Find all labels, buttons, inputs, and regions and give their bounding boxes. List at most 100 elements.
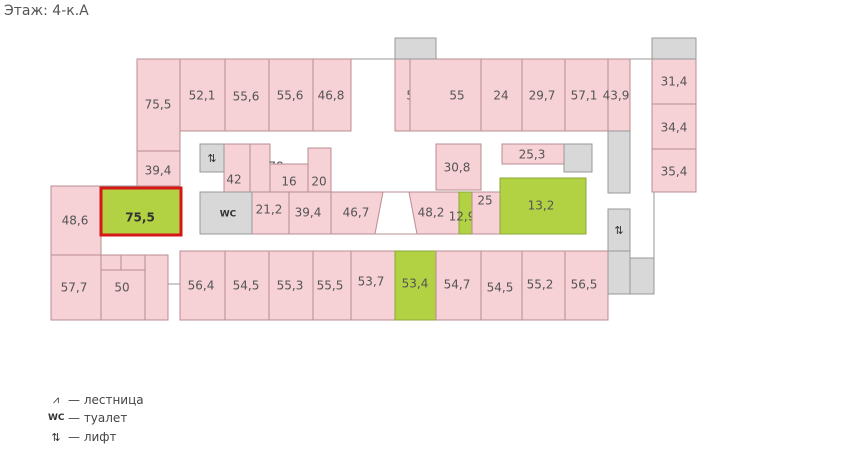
room-area-label: 50	[114, 281, 129, 295]
room-24[interactable]	[480, 58, 523, 132]
room-area-label: 21,2	[256, 203, 283, 217]
room-54-5a[interactable]	[224, 250, 270, 321]
room-area-label: 43,9	[603, 89, 630, 103]
room-area-label: 53,4	[402, 277, 429, 291]
room-56-4[interactable]	[179, 250, 226, 321]
wc-icon: WC	[48, 413, 65, 423]
room-area-label: 55,6	[277, 89, 304, 103]
room-annex[interactable]	[120, 254, 146, 271]
room-area-label: 48,2	[418, 206, 445, 220]
room-area-label: 55,6	[233, 90, 260, 104]
stairs-opening	[374, 191, 418, 235]
room-area-label: 12,9	[449, 210, 476, 224]
room-area-label: 54,7	[444, 278, 471, 292]
lift-icon: ⇅	[207, 152, 216, 165]
rooms-layer: 75,552,155,655,646,852552429,757,143,931…	[50, 58, 697, 321]
room-46-8[interactable]	[312, 58, 352, 132]
room-area-label: 30,8	[444, 161, 471, 175]
lift-icon: ⇅	[614, 224, 623, 237]
room-area-label: 39,4	[295, 206, 322, 220]
room-area-label: 48,6	[62, 214, 89, 228]
room-16[interactable]	[269, 163, 309, 193]
services-layer: ⇅ WC ⇅	[199, 37, 697, 295]
room-53-4[interactable]	[394, 250, 437, 321]
service-column-right	[607, 130, 631, 194]
room-area-label: 39,4	[145, 164, 172, 178]
service-block-right	[563, 143, 593, 173]
stairwell-top-right	[651, 37, 697, 60]
room-area-label: 55,3	[277, 279, 304, 293]
room-area-label: 25,3	[519, 148, 546, 162]
room-48-6[interactable]	[50, 185, 102, 256]
room-75-5-selected[interactable]	[99, 186, 183, 237]
legend-text: — лифт	[68, 430, 117, 444]
room-53-7[interactable]	[350, 250, 396, 321]
lift-icon: ⇅	[51, 430, 61, 444]
room-area-label: 29,7	[529, 89, 556, 103]
room-area-label: 20	[311, 175, 326, 189]
room-area-label: 75,5	[125, 211, 155, 225]
room-area-label: 55,2	[527, 278, 554, 292]
room-57-1[interactable]	[564, 58, 609, 132]
room-area-label: 24	[493, 89, 508, 103]
room-area-label: 55	[449, 89, 464, 103]
room-55-6[interactable]	[224, 58, 270, 132]
stairs-icon: ⩘	[52, 393, 60, 406]
room-area-label: 54,5	[233, 279, 260, 293]
room-21-2[interactable]	[251, 191, 290, 235]
room-55-3[interactable]	[268, 250, 314, 321]
room-area-label: 54,5	[487, 281, 514, 295]
legend-text: — туалет	[68, 411, 128, 425]
legend-text: — лестница	[68, 393, 144, 407]
room-57-7[interactable]	[50, 254, 102, 321]
room-54-5b[interactable]	[480, 250, 523, 321]
legend-lift: ⇅ — лифт	[48, 430, 117, 444]
room-area-label: 56,4	[188, 279, 215, 293]
room-area-label: 16	[281, 175, 296, 189]
room-area-label: 46,7	[343, 206, 370, 220]
room-48-2[interactable]	[408, 191, 460, 235]
wc-icon: WC	[220, 210, 237, 220]
room-area-label: 57,7	[61, 281, 88, 295]
room-55[interactable]	[409, 58, 482, 132]
room-39-4a[interactable]	[136, 150, 181, 187]
room-25[interactable]	[471, 191, 501, 235]
stairwell-top-left	[394, 37, 437, 60]
room-31-4[interactable]	[651, 58, 697, 105]
room-55-6b[interactable]	[268, 58, 314, 132]
room-30-8[interactable]	[435, 143, 482, 191]
room-area-label: 52,1	[189, 89, 216, 103]
legend-stairs: ⩘ — лестница	[48, 393, 144, 407]
room-35-4[interactable]	[651, 148, 697, 193]
legend-wc: WC — туалет	[48, 411, 127, 425]
room-area-label: 57,1	[571, 89, 598, 103]
room-annex[interactable]	[144, 254, 169, 321]
room-area-label: 42	[226, 173, 241, 187]
room-75-5-left[interactable]	[136, 58, 181, 152]
room-29-7[interactable]	[521, 58, 566, 132]
wc-room	[199, 191, 253, 235]
room-area-label: 56,5	[571, 278, 598, 292]
room-54-7[interactable]	[435, 250, 482, 321]
room-50[interactable]	[100, 269, 146, 321]
room-area-label: 46,8	[318, 89, 345, 103]
room-area-label: 53,7	[358, 275, 385, 289]
room-78[interactable]	[249, 143, 271, 193]
floor-title: Этаж: 4-к.А	[4, 3, 89, 19]
room-55-5[interactable]	[312, 250, 352, 321]
room-area-label: 34,4	[661, 121, 688, 135]
room-39-4b[interactable]	[288, 191, 332, 235]
room-13-2[interactable]	[499, 177, 587, 235]
room-55-2[interactable]	[521, 250, 566, 321]
room-34-4[interactable]	[651, 103, 697, 150]
room-area-label: 75,5	[145, 98, 172, 112]
service-bottom-right-b	[629, 257, 655, 295]
room-area-label: 13,2	[528, 199, 555, 213]
room-area-label: 31,4	[661, 75, 688, 89]
room-annex[interactable]	[100, 254, 122, 271]
lift-shaft-left	[199, 143, 225, 173]
room-46-7[interactable]	[330, 191, 384, 235]
room-area-label: 35,4	[661, 165, 688, 179]
room-area-label: 55,5	[317, 279, 344, 293]
